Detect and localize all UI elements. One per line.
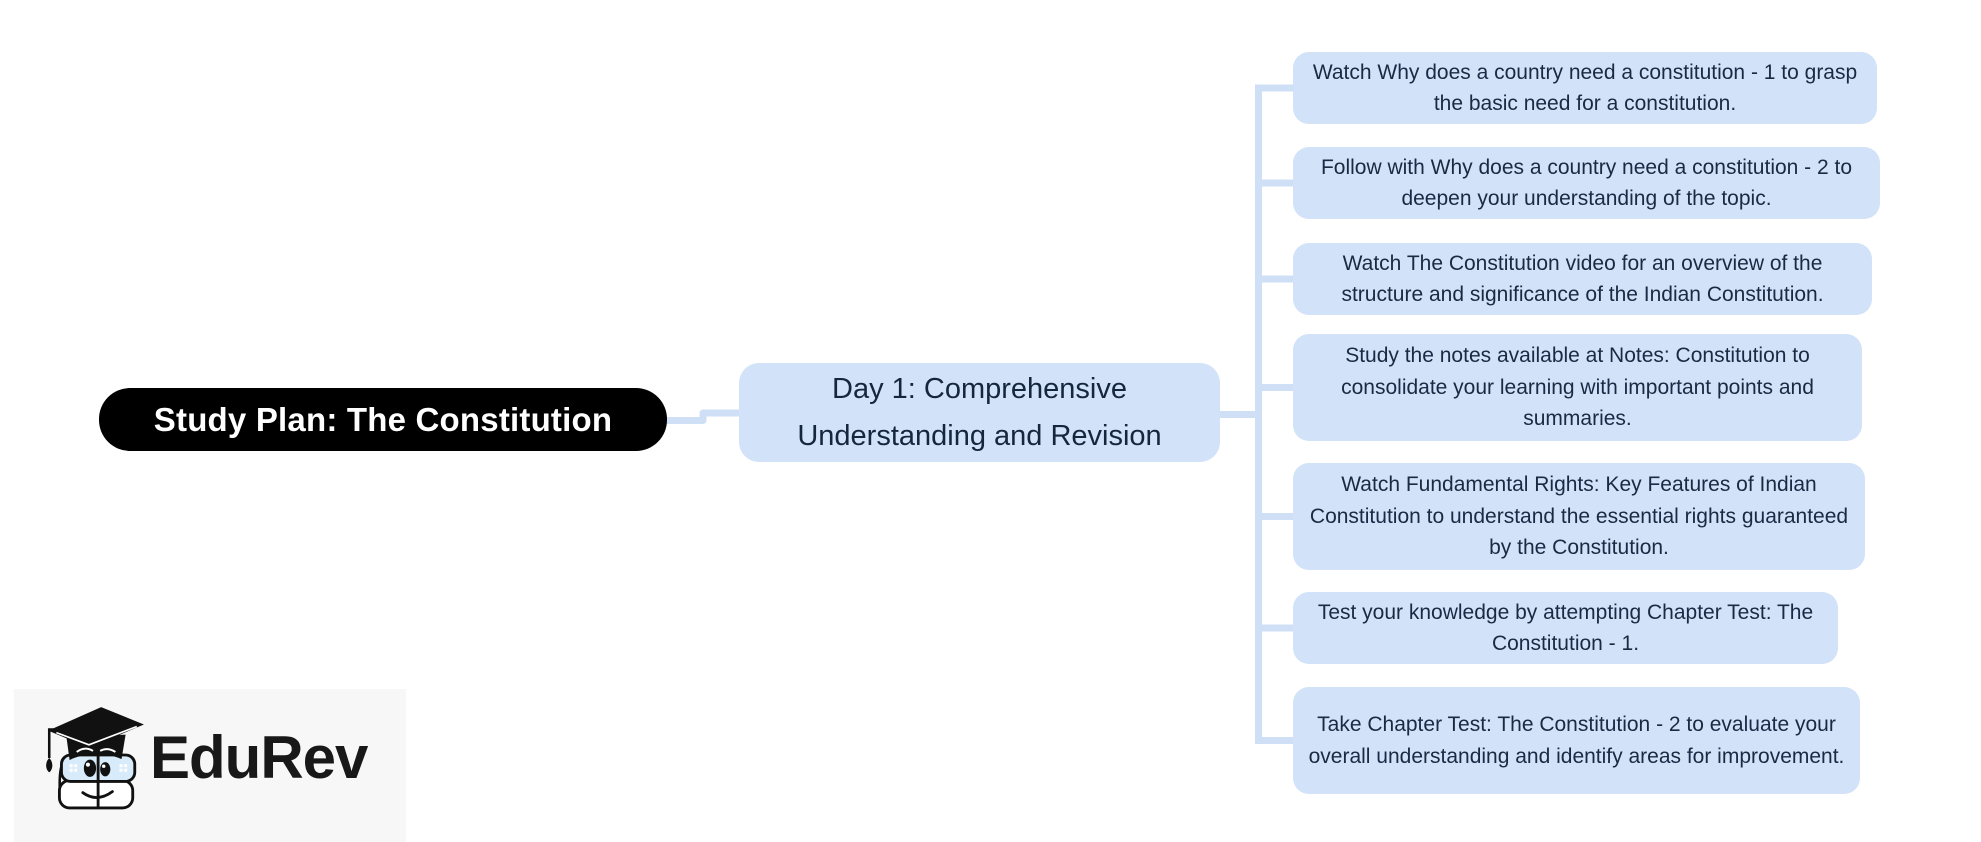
graduate-books-mascot-icon (46, 707, 144, 810)
task-node-study-notes: Study the notes available at Notes: Cons… (1293, 334, 1862, 441)
task-node-watch-constitution-2: Follow with Why does a country need a co… (1293, 147, 1880, 219)
task-node-chapter-test-2: Take Chapter Test: The Constitution - 2 … (1293, 687, 1860, 794)
edurev-logo: EduRev (14, 689, 406, 842)
task-node-chapter-test-1: Test your knowledge by attempting Chapte… (1293, 592, 1838, 664)
root-node-study-plan: Study Plan: The Constitution (99, 388, 667, 451)
task-node-watch-fundamental-rights: Watch Fundamental Rights: Key Features o… (1293, 463, 1865, 570)
task-node-watch-constitution-video: Watch The Constitution video for an over… (1293, 243, 1872, 315)
task-node-watch-constitution-1: Watch Why does a country need a constitu… (1293, 52, 1877, 124)
day-1-node: Day 1: Comprehensive Understanding and R… (739, 363, 1220, 462)
edurev-logo-text: EduRev (150, 724, 368, 791)
